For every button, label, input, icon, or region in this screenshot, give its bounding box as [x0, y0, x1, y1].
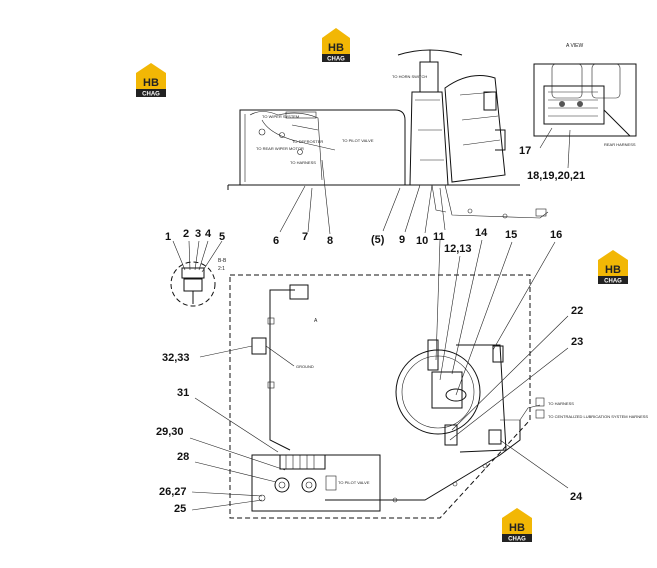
logo-text: CHAG [142, 92, 160, 98]
floor-plan: A GROUND TO PILOT VALVE [229, 274, 648, 519]
callout-numbers: 1 2 3 4 5 6 7 8 (5) 9 10 11 12,13 14 15 … [156, 145, 585, 515]
callout-5-ref: (5) [371, 234, 385, 246]
callout-8: 8 [327, 235, 333, 247]
a-view-detail: A VIEW REAR HARNESS [533, 43, 637, 147]
note-wiper: TO WIPER SYSTEM [262, 114, 299, 119]
brand-logo-left: HB CHAG [136, 63, 166, 98]
callout-11: 11 [433, 231, 445, 243]
callout-25: 25 [174, 503, 186, 515]
callout-28: 28 [177, 451, 189, 463]
logo-glyph: HB [605, 264, 621, 276]
callout-29-30: 29,30 [156, 426, 184, 438]
callout-12-13: 12,13 [444, 243, 472, 255]
note-defroster: TO DEFROSTER [292, 139, 323, 144]
callout-18-21: 18,19,20,21 [527, 170, 585, 182]
a-view-label: A VIEW [566, 43, 584, 49]
callout-32-33: 32,33 [162, 352, 190, 364]
callout-31: 31 [177, 387, 189, 399]
callout-7: 7 [302, 231, 308, 243]
callout-14: 14 [475, 227, 488, 239]
callout-2: 2 [183, 228, 189, 240]
brand-logo-right: HB CHAG [598, 250, 628, 285]
callout-3: 3 [195, 228, 201, 240]
callout-6: 6 [273, 235, 279, 247]
callout-16: 16 [550, 229, 562, 241]
callout-15: 15 [505, 229, 517, 241]
note-harness-top: TO HARNESS [290, 160, 316, 165]
logo-glyph: HB [328, 42, 344, 54]
note-lube: TO CENTRALIZED LUBRICATION SYSTEM HARNES… [548, 414, 648, 419]
note-rear-harness: REAR HARNESS [604, 142, 636, 147]
callout-24: 24 [570, 491, 583, 503]
callout-9: 9 [399, 234, 405, 246]
callout-23: 23 [571, 336, 583, 348]
logo-text: CHAG [604, 279, 622, 285]
note-pilot-bottom: TO PILOT VALVE [338, 480, 370, 485]
note-pilot-top: TO PILOT VALVE [342, 138, 374, 143]
logo-glyph: HB [143, 77, 159, 89]
note-harness-right: TO HARNESS [548, 401, 574, 406]
note-ground: GROUND [296, 364, 314, 369]
section-label: B-B [218, 258, 227, 264]
brand-logo-top: HB CHAG [322, 28, 350, 63]
callout-26-27: 26,27 [159, 486, 187, 498]
section-bb-detail: B-B 2:1 [170, 258, 227, 307]
logo-glyph: HB [509, 522, 525, 534]
leader-lines [172, 127, 571, 511]
note-horn: TO HORN SWITCH [392, 74, 427, 79]
note-rear-wiper: TO REAR WIPER MOTOR [256, 146, 304, 151]
logo-text: CHAG [508, 537, 526, 543]
callout-4: 4 [205, 228, 212, 240]
section-scale: 2:1 [218, 266, 225, 272]
brand-logo-bottom: HB CHAG [502, 508, 532, 543]
callout-1: 1 [165, 231, 171, 243]
callout-5: 5 [219, 231, 225, 243]
view-marker: A [314, 318, 318, 324]
callout-17: 17 [519, 145, 531, 157]
cab-top-view: TO WIPER SYSTEM TO REAR WIPER MOTOR TO D… [227, 49, 549, 219]
callout-10: 10 [416, 235, 428, 247]
callout-22: 22 [571, 305, 583, 317]
logo-text: CHAG [327, 57, 345, 63]
